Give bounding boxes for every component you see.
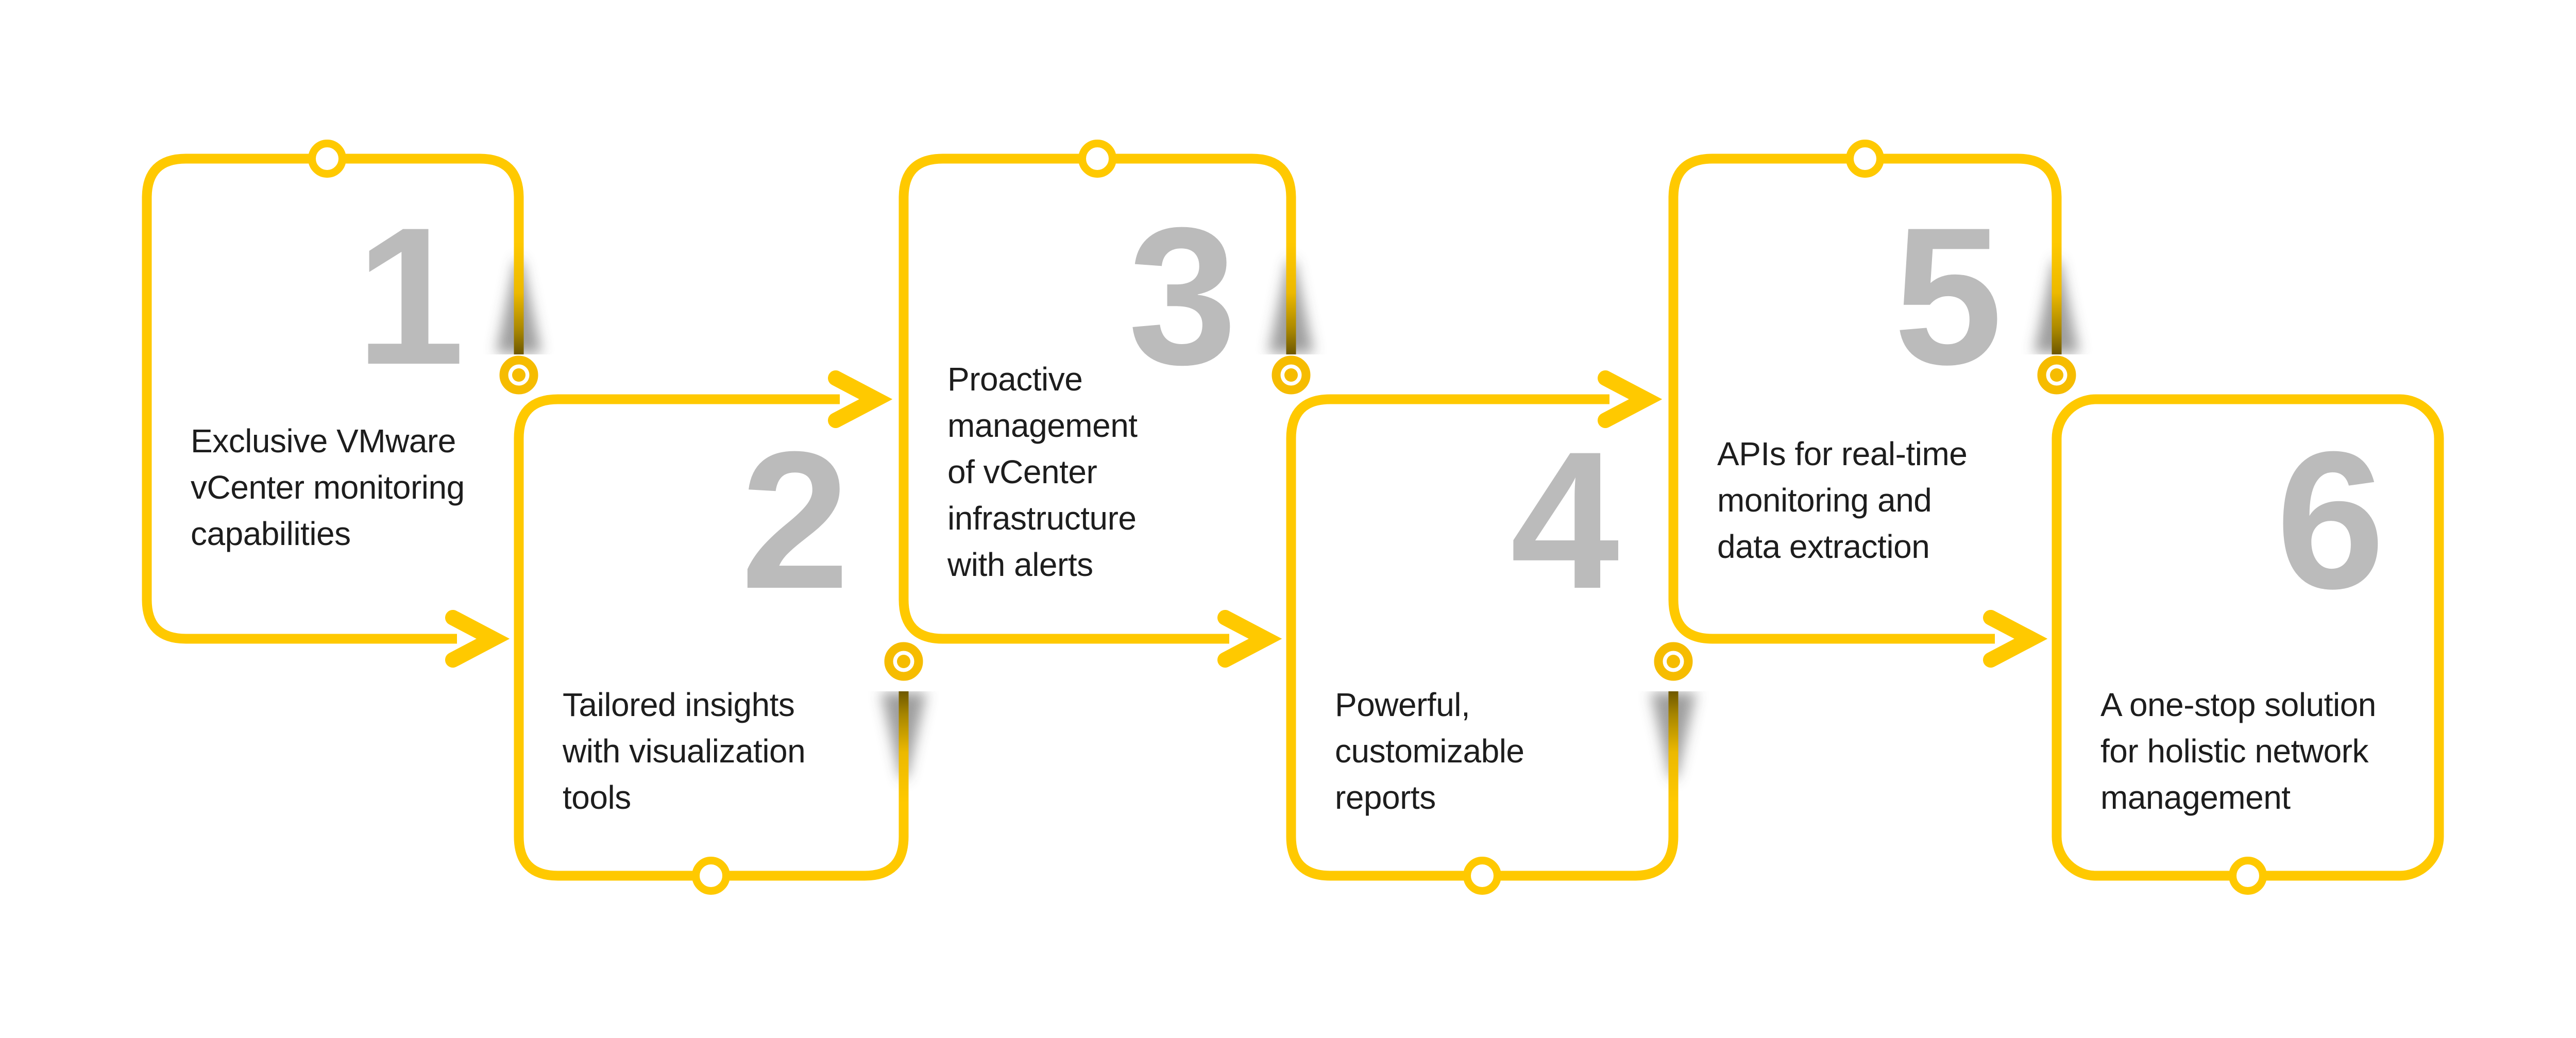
step-2-arrow-right-icon	[828, 370, 893, 428]
step-3-arrow-right-icon	[1217, 610, 1282, 668]
junction-1-bullseye-donut-icon	[499, 355, 538, 395]
junction-4-bullseye-donut-icon	[1654, 642, 1693, 681]
step-1-arrow-right-icon	[445, 610, 510, 668]
step-2-donut-ring-icon	[692, 857, 730, 895]
step-5-arrow-right-icon	[1983, 610, 2048, 668]
step-5-number: 5	[1893, 186, 2003, 405]
step-3-description: Proactive management of vCenter infrastr…	[947, 361, 1138, 583]
junction-2-bullseye-donut-icon	[884, 642, 923, 681]
step-5-border	[1668, 154, 2062, 644]
step-1-number: 1	[355, 186, 465, 405]
step-6-donut-ring-icon	[2229, 857, 2267, 895]
step-4-description: Powerful, customizable reports	[1335, 686, 1524, 816]
step-6-description: A one-stop solution for holistic network…	[2100, 686, 2376, 816]
step-6-number: 6	[2276, 411, 2385, 629]
junction-3-bullseye-donut-icon	[1272, 355, 1311, 395]
junction-5-bullseye-donut-icon	[2037, 355, 2076, 395]
step-5-donut-ring-icon	[1846, 140, 1884, 178]
step-4-arrow-right-icon	[1598, 370, 1663, 428]
step-2-number: 2	[740, 411, 850, 629]
step-4-donut-ring-icon	[1463, 857, 1501, 895]
step-2-border	[514, 394, 909, 881]
step-1-border	[142, 154, 524, 644]
step-3-border	[899, 154, 1296, 644]
step-5-description: APIs for real-time monitoring and data e…	[1717, 435, 1968, 565]
step-1-donut-ring-icon	[308, 140, 346, 178]
step-2-description: Tailored insights with visualization too…	[563, 686, 806, 816]
step-1-description: Exclusive VMware vCenter monitoring capa…	[191, 422, 465, 552]
step-3-donut-ring-icon	[1078, 140, 1116, 178]
step-3-number: 3	[1128, 186, 1237, 405]
step-4-number: 4	[1510, 411, 1619, 629]
step-4-border	[1286, 394, 1679, 881]
